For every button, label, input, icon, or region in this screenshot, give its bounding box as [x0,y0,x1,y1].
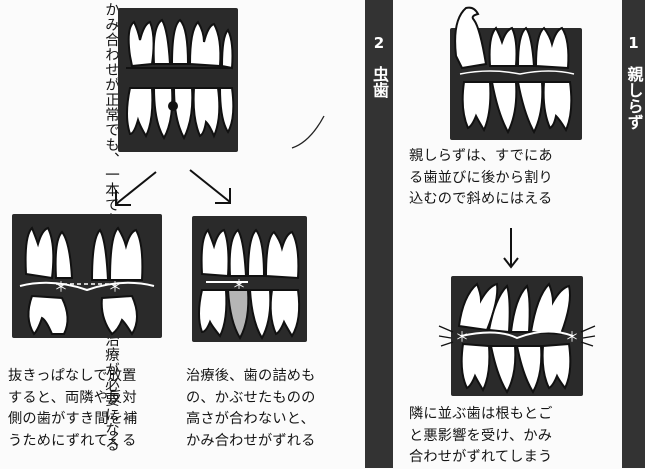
wisdom-tooth [454,6,488,70]
misaligned-teeth-diagram: ＊ ＊ [437,276,597,396]
intro-line-1: かみ合わせが正常で [103,2,119,137]
intro-line-4: になる [103,407,119,452]
filling-mark [226,289,250,340]
wisdom-tooth-diagram [450,6,582,140]
extraction-caption-line-1: 抜きっぱなしで放置 [8,368,137,384]
filling-diagram: ＊ [192,216,307,342]
arrow-down-icon [503,228,519,269]
treatment-caption-line-1: 治療後、歯の詰めも [186,368,316,384]
pointer-line [291,115,325,149]
section-2-number: 2 [373,34,385,52]
treatment-caption-line-3: 高さが合わないと、 [186,411,315,427]
normal-bite-diagram [118,8,238,152]
treatment-caption-line-4: かみ合わせがずれる [186,432,316,449]
extraction-caption-line-3: 側の歯がすき間を補 [8,411,138,427]
section-1-number: 1 [628,34,639,52]
extraction-caption-line-2: すると、両隣や反対 [8,389,137,406]
middle-section: 親しらずは、すでにあ る歯並びに後から割り 込むので斜めにはえる ＊ ＊ 隣に並… [395,0,620,468]
wisdom-caption-bottom-line-1: 隣に並ぶ歯は根もとご [409,406,553,422]
arrow-down-right-icon [189,169,231,204]
arrow-down-left-icon [115,171,157,206]
svg-text:＊: ＊ [565,330,579,346]
wisdom-caption-bottom-line-3: 合わせがずれてしまう [409,449,553,465]
section-2-title: 虫歯 [370,66,389,98]
section-1-title: 親しらず [624,66,644,130]
extraction-caption-line-4: うためにずれてくる [8,432,137,449]
wisdom-caption-bottom-line-2: と悪影響を受け、かみ [409,427,553,444]
wisdom-caption-top-line-3: 込むので斜めにはえる [409,191,553,207]
extraction-diagram: ＊ ＊ [12,214,162,338]
extraction-caption: 抜きっぱなしで放置 すると、両隣や反対 側の歯がすき間を補 うためにずれてくる [8,366,138,452]
treatment-caption-line-2: の、かぶせたものの [186,389,316,406]
svg-text:＊: ＊ [54,280,68,296]
treatment-caption: 治療後、歯の詰めも の、かぶせたものの 高さが合わないと、 かみ合わせがずれる [186,366,316,452]
wisdom-caption-top: 親しらずは、すでにあ る歯並びに後から割り 込むので斜めにはえる [409,146,553,211]
wisdom-caption-top-line-1: 親しらずは、すでにあ [409,148,553,164]
section-2-bar: 2 虫歯 [365,0,393,468]
left-section: かみ合わせが正常でも、一本でも虫歯になると、治療が必要になる [8,2,325,452]
wisdom-caption-bottom: 隣に並ぶ歯は根もとご と悪影響を受け、かみ 合わせがずれてしまう [409,404,553,469]
svg-text:＊: ＊ [455,330,469,346]
cavity-mark [168,101,178,111]
wisdom-caption-top-line-2: る歯並びに後から割り [409,169,553,186]
section-1-bar: 1 親しらず [622,0,645,468]
svg-text:＊: ＊ [108,280,122,296]
